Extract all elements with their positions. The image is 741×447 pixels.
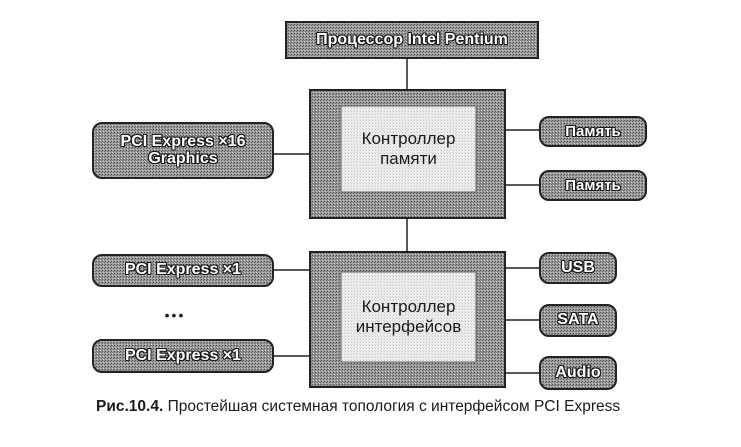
memory-1-label: Память [565, 122, 621, 140]
figure-caption: Рис.10.4. Простейшая системная топология… [96, 398, 736, 416]
usb-label: USB [561, 258, 595, 276]
pcie-x1-bottom-box [92, 339, 274, 373]
io-controller-inner [340, 271, 477, 363]
audio-label: Audio [555, 363, 601, 381]
memory-2-box [539, 170, 647, 201]
cpu-label: Процессор Intel Pentium [316, 30, 508, 48]
pcie-x1-top-box [92, 254, 274, 287]
ellipsis-label: ••• [164, 306, 186, 323]
figure-number: Рис.10.4. [96, 398, 164, 415]
memory-1-box [539, 116, 647, 147]
memory-2-label: Память [565, 176, 621, 194]
audio-box [539, 356, 617, 390]
pcie-x16-box [92, 122, 274, 179]
sata-label: SATA [557, 311, 599, 329]
sata-box [539, 304, 617, 337]
io-controller-label: Контроллер интерфейсов [355, 297, 462, 336]
usb-box [539, 252, 617, 284]
cpu-box [285, 21, 539, 59]
pcie-x1-bottom-label: PCI Express ×1 [124, 346, 242, 364]
pcie-x16-label: PCI Express ×16 Graphics [120, 132, 246, 167]
memory-controller-label: Контроллер памяти [361, 129, 456, 168]
pcie-x1-top-label: PCI Express ×1 [124, 261, 242, 279]
figure-caption-text: Простейшая системная топология с интерфе… [167, 398, 621, 415]
memory-controller-inner [340, 105, 477, 193]
